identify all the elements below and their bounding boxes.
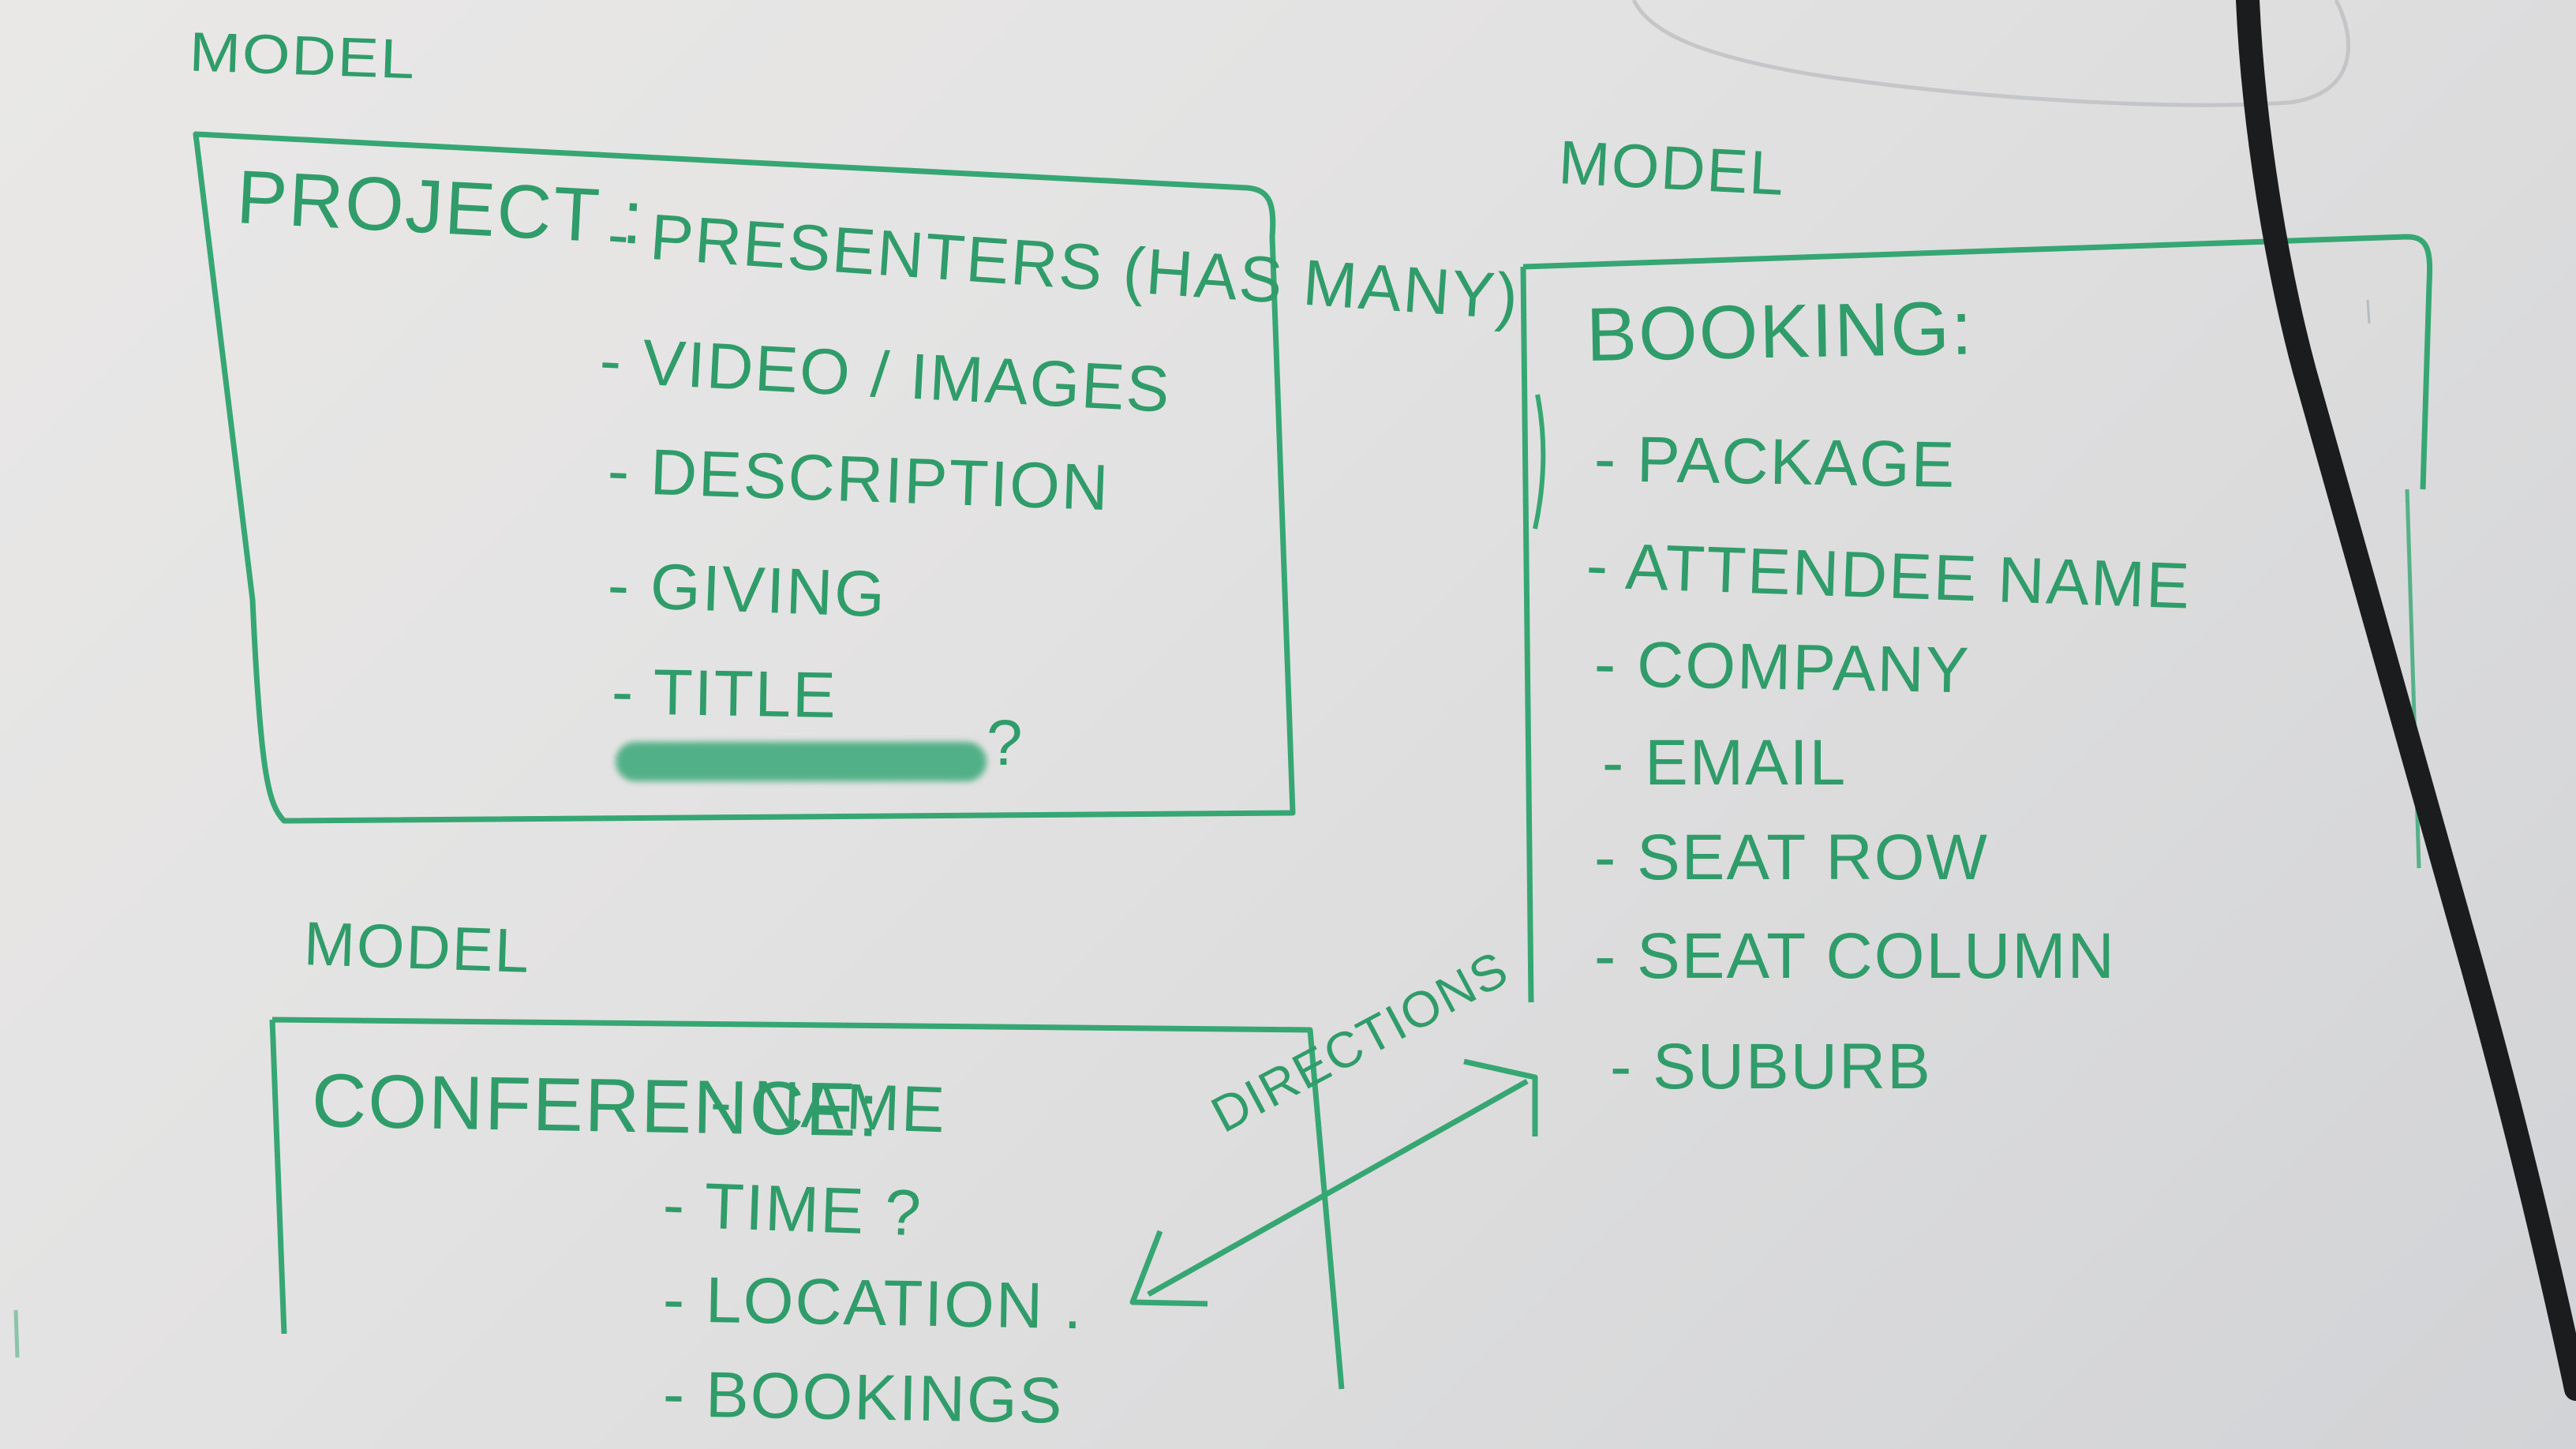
scuff-mark <box>2366 299 2371 324</box>
directions-arrow-line <box>1147 1078 1529 1297</box>
model-label-right: MODEL <box>1556 127 1788 208</box>
booking-item: - EMAIL <box>1602 727 1848 799</box>
project-item: - GIVING <box>606 549 888 631</box>
conference-item: - BOOKINGS <box>662 1358 1065 1437</box>
booking-item: - SUBURB <box>1610 1031 1932 1103</box>
project-item: - TITLE <box>611 656 838 732</box>
model-label-bottom-left: MODEL <box>302 908 532 987</box>
booking-title: BOOKING: <box>1586 286 1975 377</box>
booking-item: - PACKAGE <box>1593 423 1957 501</box>
conference-box <box>269 1017 1345 1390</box>
booking-item: - COMPANY <box>1593 628 1971 707</box>
conference-item: - NAME <box>709 1066 948 1147</box>
booking-item: - SEAT ROW <box>1594 822 1989 893</box>
booking-item: - SEAT COLUMN <box>1594 920 2116 992</box>
project-item: ? <box>987 707 1024 779</box>
arrow-head-left <box>1129 1230 1208 1307</box>
arrow-head-right <box>1463 1058 1538 1136</box>
erased-item-smear <box>616 742 987 781</box>
conference-item: - LOCATION . <box>662 1264 1084 1343</box>
booking-box <box>1520 234 2433 1003</box>
conference-item: - TIME ? <box>661 1169 924 1250</box>
black-cable <box>2236 0 2576 1401</box>
project-box <box>193 131 1296 824</box>
model-label-top-left: MODEL <box>188 20 417 91</box>
scuff-mark <box>13 1309 20 1358</box>
erased-shape <box>1631 0 2351 107</box>
booking-box-inner-stroke <box>1533 394 1546 530</box>
